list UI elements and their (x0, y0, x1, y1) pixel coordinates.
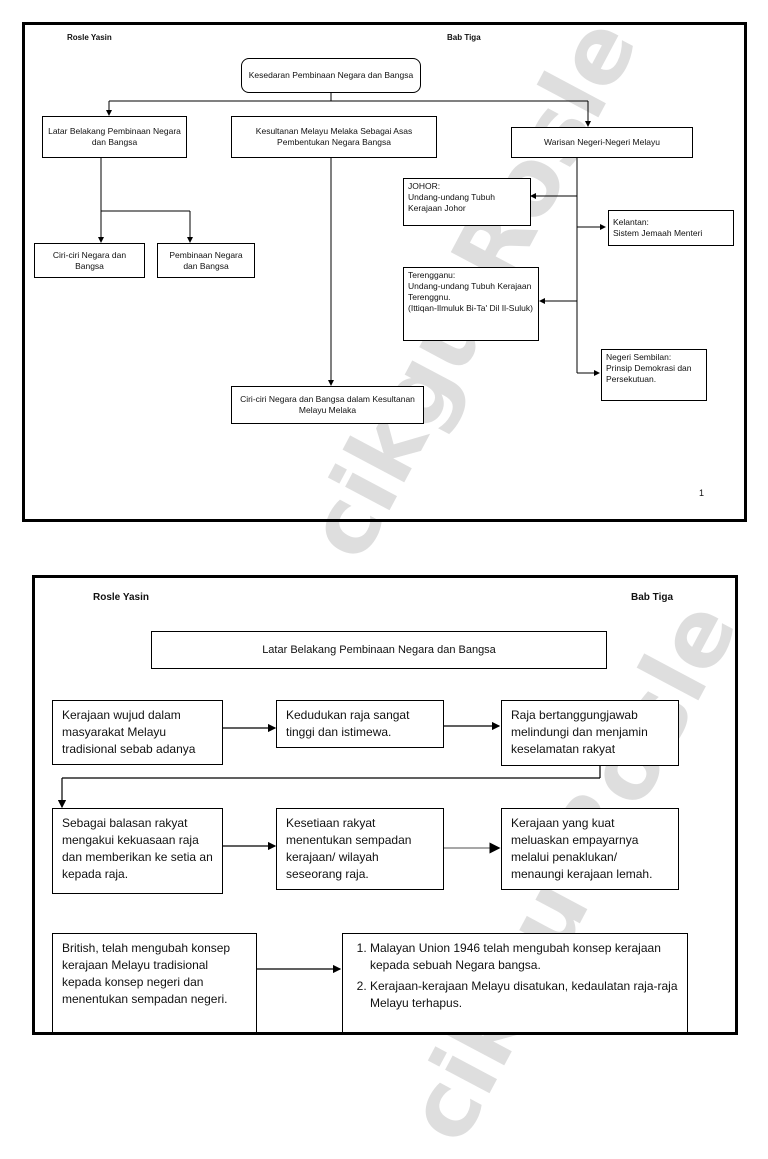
negeri-sembilan-label: Negeri Sembilan: Prinsip Demokrasi dan P… (606, 352, 692, 384)
pembinaan-label: Pembinaan Negara dan Bangsa (169, 249, 243, 271)
branch-left-node: Latar Belakang Pembinaan Negara dan Bang… (42, 116, 187, 158)
terengganu-label: Terengganu: Undang-undang Tubuh Kerajaan… (408, 270, 533, 313)
page-title: Latar Belakang Pembinaan Negara dan Bang… (262, 643, 496, 656)
page-2: cikgu Rosle Rosle Yasin Bab Tiga Latar B… (32, 575, 758, 1159)
pembinaan-node: Pembinaan Negara dan Bangsa (157, 243, 255, 278)
author-header: Rosle Yasin (67, 33, 112, 42)
branch-right-label: Warisan Negeri-Negeri Melayu (544, 137, 660, 147)
flow-box-1-text: Kerajaan wujud dalam masyarakat Melayu t… (62, 708, 196, 756)
ciri-node: Ciri-ciri Negara dan Bangsa (34, 243, 145, 278)
author-header: Rosle Yasin (93, 592, 149, 603)
flow-box-5: Kesetiaan rakyat menentukan sempadan ker… (276, 808, 444, 890)
page-title-box: Latar Belakang Pembinaan Negara dan Bang… (151, 631, 607, 669)
flow-box-6-text: Kerajaan yang kuat meluaskan empayarnya … (511, 816, 653, 881)
union-list-box: Malayan Union 1946 telah mengubah konsep… (342, 933, 688, 1033)
kelantan-label: Kelantan: Sistem Jemaah Menteri (613, 217, 703, 238)
flow-box-6: Kerajaan yang kuat meluaskan empayarnya … (501, 808, 679, 890)
british-text: British, telah mengubah konsep kerajaan … (62, 941, 231, 1006)
british-box: British, telah mengubah konsep kerajaan … (52, 933, 257, 1033)
root-node-label: Kesedaran Pembinaan Negara dan Bangsa (248, 70, 414, 80)
branch-mid-label: Kesultanan Melayu Melaka Sebagai Asas Pe… (255, 126, 413, 147)
page-number: 1 (699, 488, 705, 498)
terengganu-node: Terengganu: Undang-undang Tubuh Kerajaan… (403, 267, 539, 341)
root-node: Kesedaran Pembinaan Negara dan Bangsa (241, 58, 421, 93)
flow-box-3-text: Raja bertanggungjawab melindungi dan men… (511, 708, 648, 756)
branch-left-label: Latar Belakang Pembinaan Negara dan Bang… (48, 126, 181, 147)
johor-node: JOHOR: Undang-undang Tubuh Kerajaan Joho… (403, 178, 531, 226)
ciri-melaka-label: Ciri-ciri Negara dan Bangsa dalam Kesult… (240, 394, 415, 415)
union-list: Malayan Union 1946 telah mengubah konsep… (352, 940, 678, 1012)
flow-box-3: Raja bertanggungjawab melindungi dan men… (501, 700, 679, 766)
branch-right-node: Warisan Negeri-Negeri Melayu (511, 127, 693, 158)
page-1: cikgu Rosle Rosle Yasin Bab Tiga Kesedar… (22, 1, 747, 576)
kelantan-node: Kelantan: Sistem Jemaah Menteri (608, 210, 734, 246)
johor-label: JOHOR: Undang-undang Tubuh Kerajaan Joho… (408, 181, 495, 213)
list-item: Kerajaan-kerajaan Melayu disatukan, keda… (370, 978, 678, 1012)
flow-box-2: Kedudukan raja sangat tinggi dan istimew… (276, 700, 444, 748)
list-item: Malayan Union 1946 telah mengubah konsep… (370, 940, 678, 974)
flow-box-1: Kerajaan wujud dalam masyarakat Melayu t… (52, 700, 223, 765)
chapter-header: Bab Tiga (631, 592, 674, 603)
flow-box-4-text: Sebagai balasan rakyat mengakui kekuasaa… (62, 816, 213, 881)
chapter-header: Bab Tiga (447, 33, 481, 42)
flow-box-5-text: Kesetiaan rakyat menentukan sempadan ker… (286, 816, 412, 881)
flow-box-4: Sebagai balasan rakyat mengakui kekuasaa… (52, 808, 223, 894)
ciri-melaka-node: Ciri-ciri Negara dan Bangsa dalam Kesult… (231, 386, 424, 424)
branch-mid-node: Kesultanan Melayu Melaka Sebagai Asas Pe… (231, 116, 437, 158)
flow-box-2-text: Kedudukan raja sangat tinggi dan istimew… (286, 708, 410, 739)
negeri-sembilan-node: Negeri Sembilan: Prinsip Demokrasi dan P… (601, 349, 707, 401)
ciri-label: Ciri-ciri Negara dan Bangsa (52, 249, 127, 271)
